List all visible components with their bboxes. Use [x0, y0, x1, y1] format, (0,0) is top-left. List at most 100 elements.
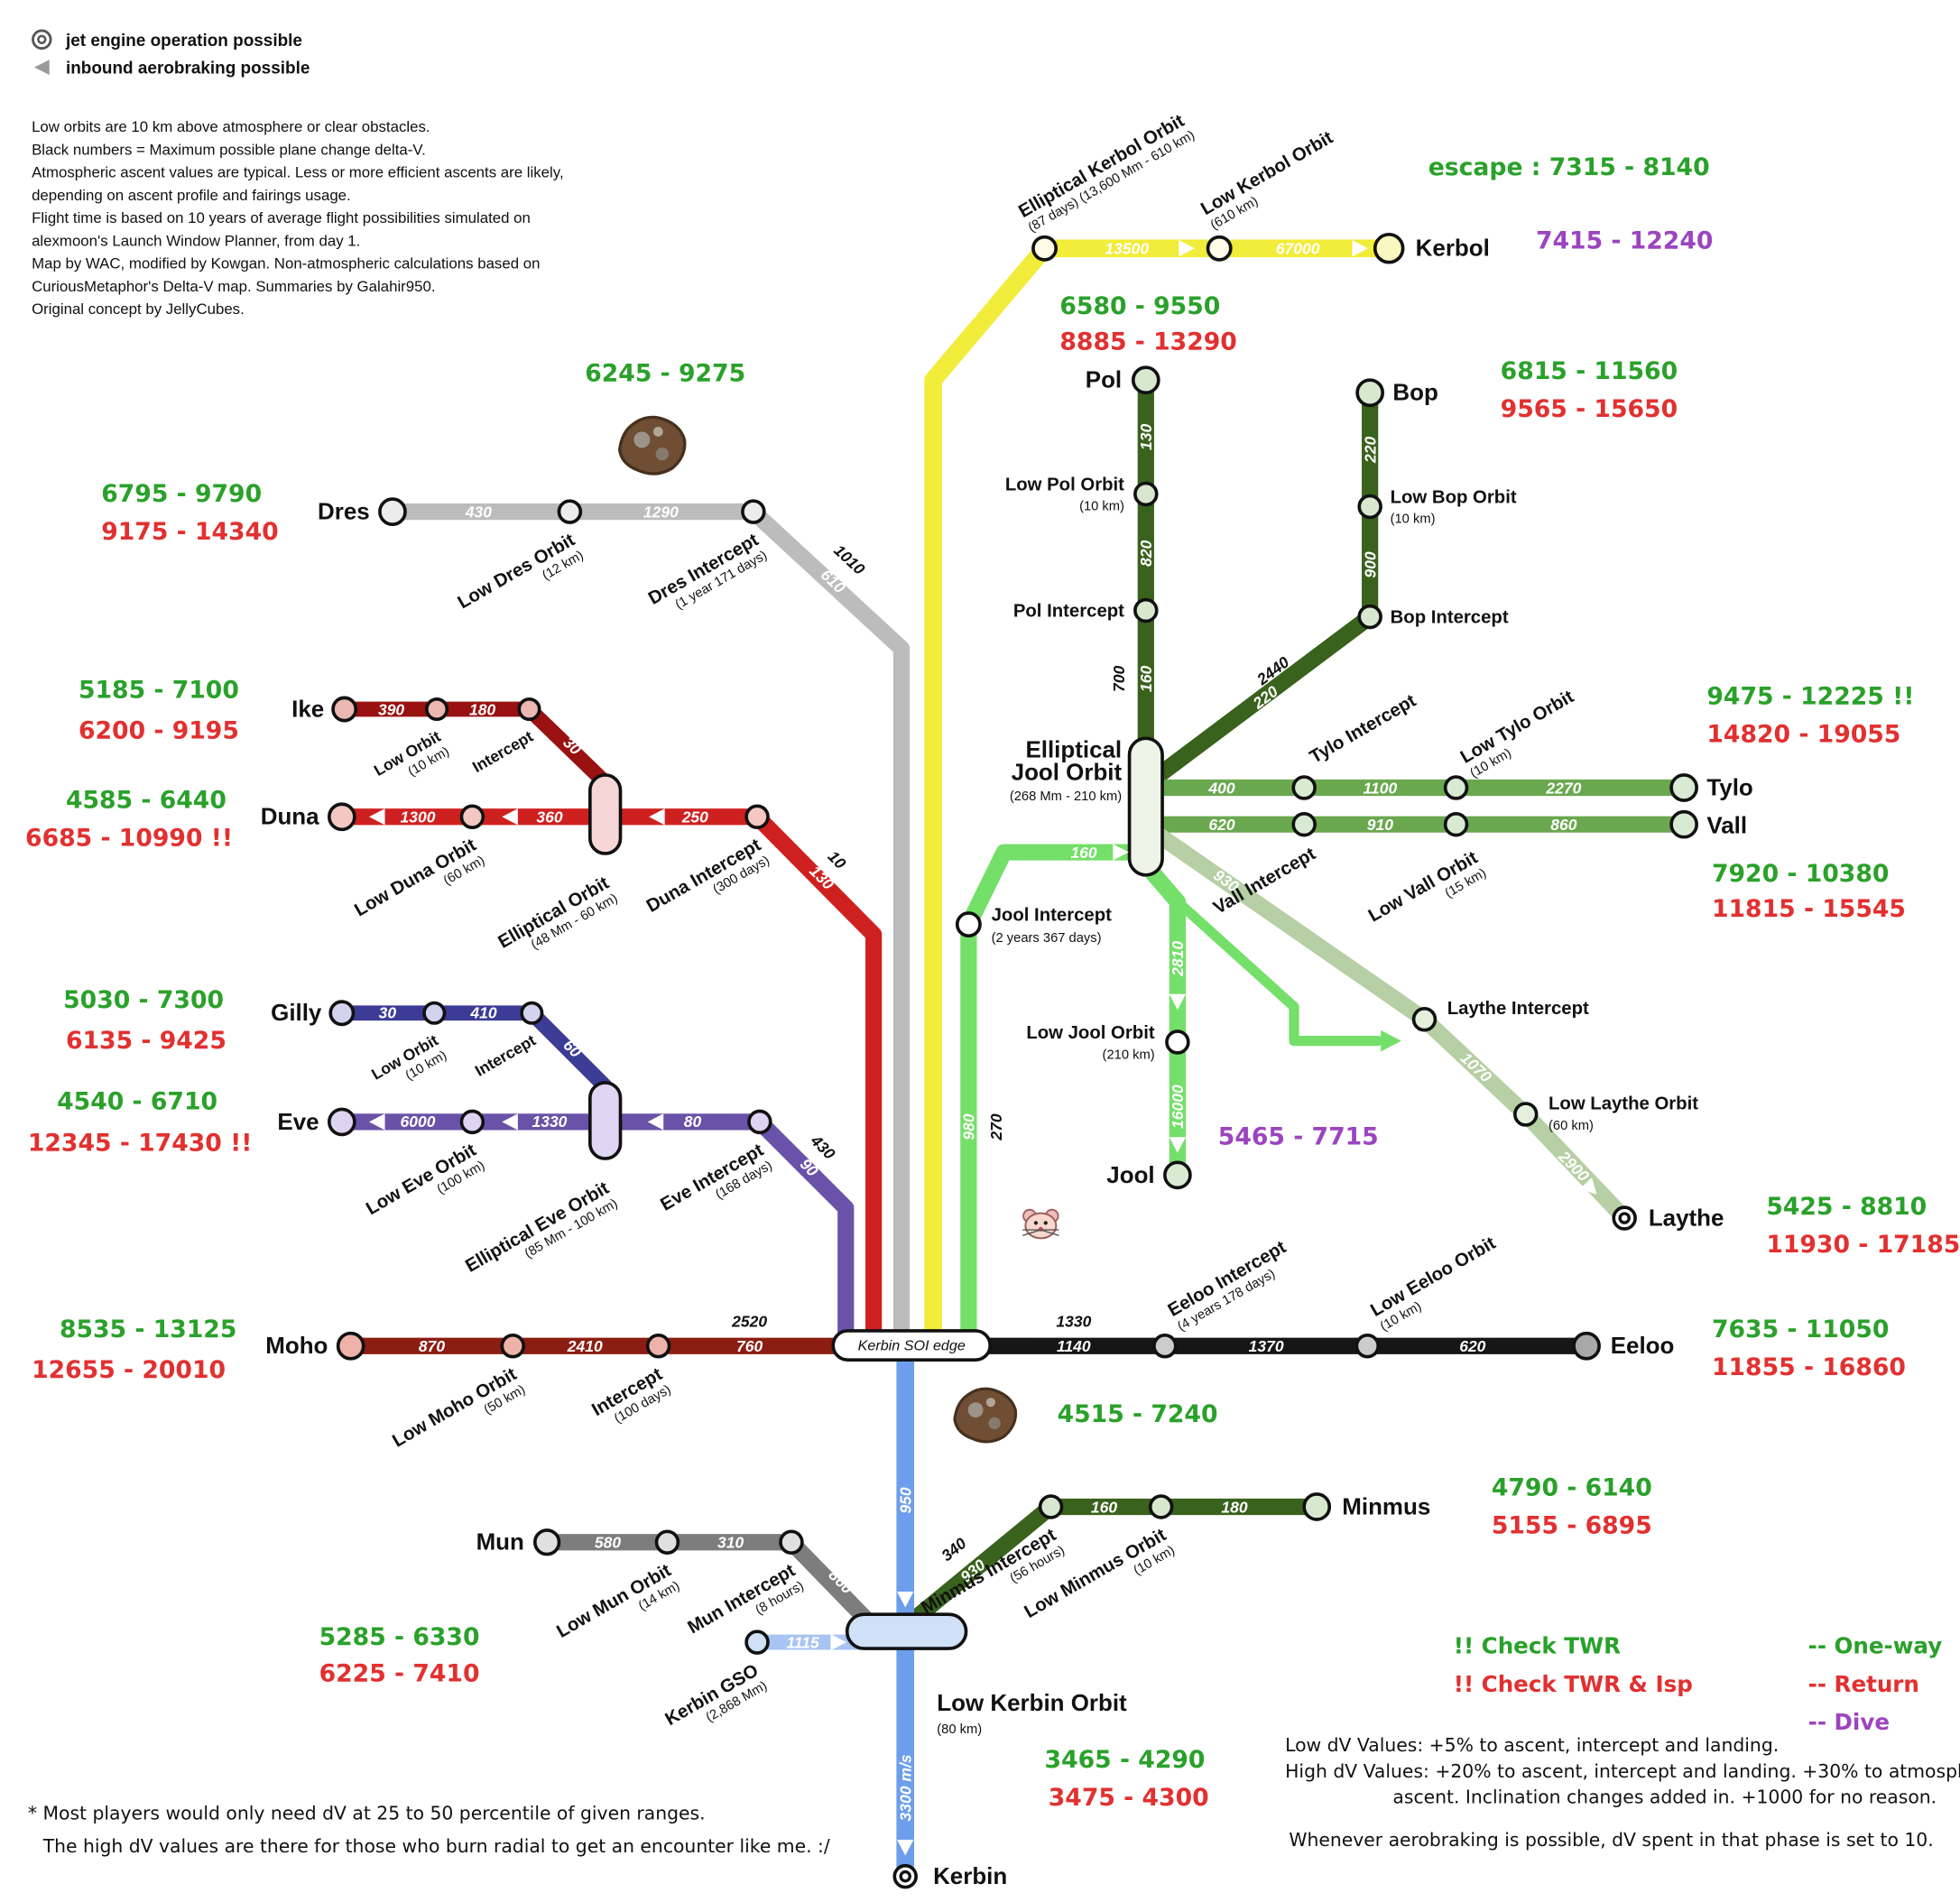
label-pol-intercept: Pol Intercept [1013, 602, 1124, 622]
station-low-gilly-orbit [422, 1001, 447, 1025]
dv-range-label: 4585 - 6440 [66, 786, 227, 814]
segment-label: 67000 [1276, 240, 1320, 258]
jet-engine-icon [37, 34, 47, 44]
dv-range-label: 11815 - 15545 [1712, 895, 1906, 923]
segment-label: 13500 [1105, 240, 1149, 258]
label-jool: Jool [1106, 1163, 1154, 1188]
dv-range-label: escape : 7315 - 8140 [1428, 153, 1710, 181]
asteroid-icon [988, 1417, 1001, 1430]
label-elliptical-kerbol-orbit: Elliptical Kerbol Orbit(87 days) (13,600… [1015, 111, 1197, 235]
station-low-eve-orbit [459, 1109, 485, 1135]
station-gilly [328, 1000, 356, 1027]
arrow-icon [897, 1839, 914, 1856]
dv-range-label: 11855 - 16860 [1712, 1353, 1906, 1381]
label-kerbin: Kerbin [933, 1864, 1007, 1889]
station-mun-intercept [779, 1529, 804, 1555]
label-elliptical-eve-orbit-text: Elliptical Eve Orbit [462, 1178, 613, 1277]
label-eeloo: Eeloo [1611, 1334, 1675, 1359]
target-laythe [1612, 1205, 1637, 1231]
label-moho: Moho [265, 1334, 328, 1359]
station-vall [1669, 809, 1698, 839]
segment-label: 250 [681, 808, 708, 826]
station-low-ike-orbit [425, 697, 449, 722]
station-kerbol [1373, 233, 1405, 264]
station-low-kerbin-orbit [845, 1612, 968, 1650]
notes-line: CuriousMetaphor's Delta-V map. Summaries… [32, 278, 435, 295]
notes-line: Low orbits are 10 km above atmosphere or… [32, 118, 430, 135]
station-pol-intercept [1133, 597, 1159, 623]
segment-label: 1115 [786, 1633, 819, 1651]
label-kerbin-gso: Kerbin GSO(2,868 Mm) [662, 1660, 770, 1730]
label-eve-intercept: Eve Intercept(168 days) [657, 1140, 774, 1215]
label-low-eve-orbit: Low Eve Orbit(100 km) [363, 1140, 487, 1220]
station-pol [1131, 365, 1160, 395]
dv-range-label: 3465 - 4290 [1045, 1746, 1206, 1774]
footnote: The high dV values are there for those w… [42, 1835, 830, 1857]
station-low-eeloo-orbit [1354, 1334, 1381, 1359]
segment-label: 400 [1207, 779, 1234, 797]
label-low-kerbin-orbit-sub: (80 km) [937, 1722, 982, 1737]
dv-range-label: 8535 - 13125 [60, 1316, 236, 1343]
station-low-moho-orbit [500, 1334, 526, 1359]
label-dres-intercept: Dres Intercept(1 year 171 days) [645, 530, 770, 612]
segment-label: 6000 [401, 1113, 436, 1131]
segment-label: 2810 [1169, 941, 1187, 977]
dv-range-label: 6245 - 9275 [585, 360, 745, 388]
footnote: High dV Values: +20% to ascent, intercep… [1285, 1760, 1960, 1782]
segment-label: 2270 [1545, 779, 1581, 797]
notes-line: Map by WAC, modified by Kowgan. Non-atmo… [32, 255, 540, 272]
arrow-icon [897, 1591, 914, 1608]
station-low-duna-orbit [459, 804, 485, 830]
jet-capable-icon [899, 1870, 911, 1883]
label-low-laythe-orbit: Low Laythe Orbit [1549, 1094, 1698, 1113]
segment-label: 910 [1367, 816, 1393, 834]
dv-range-label: 12345 - 17430 !! [28, 1130, 253, 1158]
station-duna [327, 802, 356, 832]
label-jool-intercept-sub: (2 years 367 days) [992, 931, 1102, 946]
label-kerbol: Kerbol [1416, 236, 1490, 262]
segment-label: 410 [469, 1003, 496, 1021]
mouse-whisker-icon [1022, 1229, 1041, 1236]
station-minmus-intercept [1038, 1494, 1064, 1519]
mouse-eye-icon [1033, 1221, 1039, 1225]
segment-label: 870 [419, 1337, 445, 1355]
jool-dive-arrow-icon [1381, 1029, 1401, 1052]
dv-range-label: 5425 - 8810 [1766, 1193, 1927, 1221]
aerobrake-icon [33, 60, 50, 76]
dv-range-label: 12655 - 20010 [32, 1356, 226, 1384]
line-laythe [1147, 825, 1633, 1227]
asteroid-icon [985, 1398, 995, 1408]
segment-label: 30 [379, 1003, 397, 1021]
segment-label: 160 [1091, 1498, 1117, 1516]
segment-label: 430 [465, 503, 492, 521]
dv-range-label: 6200 - 9195 [79, 716, 239, 744]
label-inbound-aerobraking-possible: inbound aerobraking possible [66, 60, 310, 78]
mouse-face-icon [1024, 1212, 1058, 1240]
label-check-twr: !! Check TWR [1454, 1633, 1621, 1659]
station-laythe-intercept [1411, 1007, 1438, 1032]
station-duna-intercept [744, 804, 770, 830]
dv-range-label: 6225 - 7410 [319, 1660, 480, 1688]
segment-label: 820 [1137, 540, 1155, 567]
dv-range-label: 6795 - 9790 [101, 480, 262, 508]
station-dres-intercept [741, 499, 766, 524]
mouse-eye-icon [1043, 1221, 1048, 1225]
segment-label: 360 [536, 808, 562, 826]
jet-engine-icon [32, 29, 52, 50]
label-elliptical-kerbol-orbit-sub: (87 days) (13,600 Mm - 610 km) [1026, 128, 1197, 235]
dv-range-label: 7635 - 11050 [1712, 1316, 1889, 1343]
station-elliptical-kerbol-orbit [1031, 235, 1059, 262]
dv-range-label: 6815 - 11560 [1501, 357, 1678, 385]
station-gilly-intercept [520, 1001, 544, 1025]
label-jet-engine-operation-possible: jet engine operation possible [65, 32, 302, 51]
label-low-jool-orbit: Low Jool Orbit [1026, 1023, 1155, 1043]
dv-range-label: 5030 - 7300 [63, 986, 224, 1014]
aerobrake-icon [33, 60, 50, 76]
station-low-kerbol-orbit [1206, 235, 1233, 262]
label-intercept: Intercept [472, 1030, 539, 1079]
station-low-pol-orbit [1133, 481, 1159, 507]
asteroid-icon [953, 1387, 1018, 1444]
footnote: * Most players would only need dV at 25 … [28, 1803, 706, 1824]
station-tylo-intercept [1291, 775, 1317, 800]
dv-range-label: 4515 - 7240 [1058, 1400, 1218, 1428]
